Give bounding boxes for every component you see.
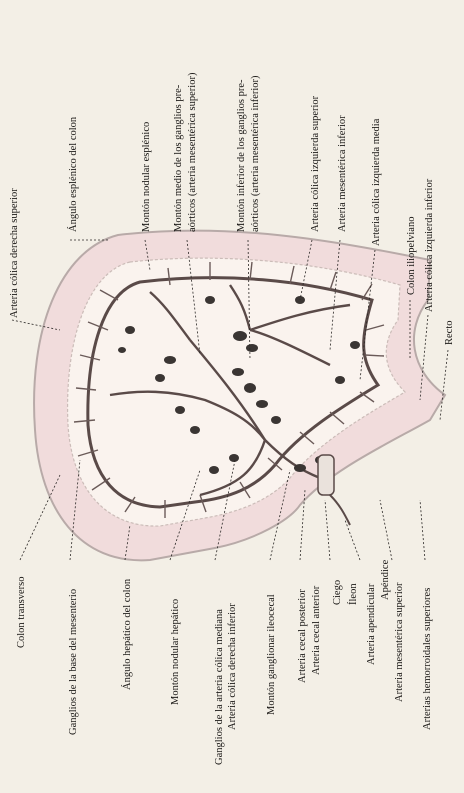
label-monton-inferior-ganglios-2: aórticos (arteria mesentérica inferior): [250, 75, 261, 232]
label-ganglios-base-mesenterio: Ganglios de la base del mesenterio: [68, 589, 79, 735]
label-monton-ganglionar-ileocecal: Montón ganglionar ileocecal: [266, 594, 277, 715]
label-ganglios-arteria-colica-mediana: Ganglios de la arteria cólica mediana: [214, 609, 225, 765]
label-arteria-colica-izquierda-media: Arteria cólica izquierda media: [371, 118, 382, 246]
label-monton-medio-ganglios-2: aórticos (arteria mesentérica superior): [187, 72, 198, 232]
label-apendice: Apéndice: [380, 559, 391, 600]
label-colon-transverso: Colon transverso: [16, 577, 27, 648]
colon-inner-area: [68, 258, 405, 526]
label-ileon: Íleon: [347, 583, 359, 605]
label-angulo-hepatico-colon: Ángulo hepático del colon: [121, 578, 133, 690]
label-recto: Recto: [444, 321, 455, 346]
label-monton-medio-ganglios-1: Montón medio de los ganglios pre-: [173, 84, 184, 232]
label-monton-inferior-ganglios-1: Montón inferior de los ganglios pre-: [236, 79, 247, 232]
label-arteria-apendicular: Arteria apendicular: [366, 583, 377, 665]
label-arteria-colica-derecha-superior: Arteria cólica derecha superior: [9, 188, 20, 318]
label-arteria-colica-izquierda-superior: Arteria cólica izquierda superior: [310, 95, 321, 232]
label-angulo-esplenico-colon: Ángulo esplénico del colon: [67, 116, 79, 232]
label-monton-nodular-esplenico: Montón nodular esplénico: [141, 122, 152, 232]
label-arteria-mesenterica-inferior: Arteria mesentérica inferior: [337, 115, 348, 232]
label-arteria-cecal-posterior: Arteria cecal posterior: [297, 589, 308, 683]
label-arteria-colica-derecha-inferior: Arteria cólica derecha inferior: [227, 603, 238, 730]
label-monton-nodular-hepatico: Montón nodular hepático: [170, 599, 181, 705]
label-ciego: Ciego: [332, 580, 343, 605]
label-arteria-cecal-anterior: Arteria cecal anterior: [311, 585, 322, 675]
label-colon-iliopelviano: Colon iliopelviano: [406, 217, 417, 295]
label-arterias-hemorroidales-superiores: Arterias hemorroidales superiores: [422, 588, 433, 730]
label-arteria-mesenterica-superior: Arteria mesentérica superior: [394, 582, 405, 702]
label-arteria-colica-izquierda-inferior: Arteria cólica izquierda inferior: [424, 178, 435, 312]
